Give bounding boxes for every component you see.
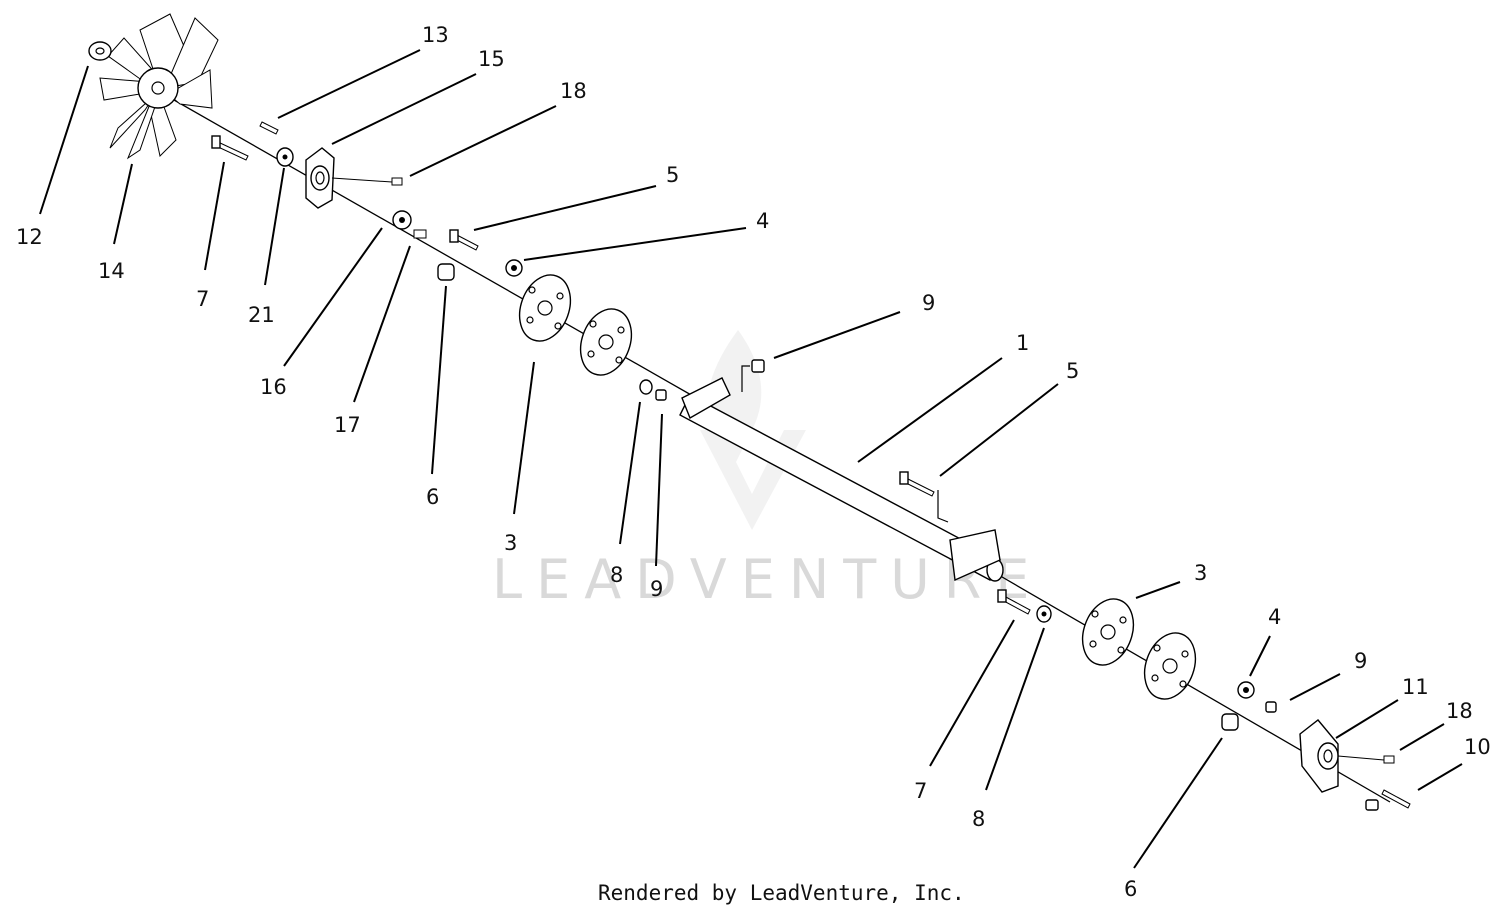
leader-12	[39, 65, 89, 215]
washer-part-12	[88, 41, 112, 61]
callout-8-upper: 8	[610, 563, 623, 587]
leader-17	[353, 245, 411, 403]
washer-part-8-lower	[1036, 605, 1052, 623]
pin-part-10	[1381, 789, 1411, 809]
leader-5a	[473, 185, 657, 231]
bushing-part-6-lower	[1221, 713, 1239, 731]
watermark-text: LEADVENTURE	[492, 548, 1043, 611]
callout-10: 10	[1464, 735, 1491, 759]
callout-labels: 12 14 7 21 13 15 18 16 17 6 5 4 3 8 9 9 …	[16, 23, 1491, 901]
leader-8a	[619, 401, 641, 545]
nut-part-9-mid	[751, 359, 765, 373]
leader-8b	[985, 627, 1045, 791]
callout-14: 14	[98, 259, 125, 283]
leader-9a	[655, 413, 663, 567]
pin-part-13	[259, 121, 279, 135]
washer-part-8-upper	[639, 379, 653, 395]
spacer-part-4-upper	[505, 259, 523, 277]
washer-part-16	[392, 210, 412, 230]
leader-6a	[431, 285, 447, 475]
callout-18-upper: 18	[560, 79, 587, 103]
leader-lines	[39, 49, 1463, 869]
bushing-part-6-upper	[437, 263, 455, 281]
leader-1	[857, 357, 1003, 463]
callout-5-mid: 5	[1066, 359, 1079, 383]
callout-6-lower: 6	[1124, 877, 1137, 901]
leader-9c	[1289, 673, 1341, 701]
bearing-flange-part-15	[305, 147, 335, 209]
callout-3-upper: 3	[504, 531, 517, 555]
leader-18a	[409, 105, 557, 177]
washer-part-21	[276, 147, 294, 167]
bolt-part-7-upper	[211, 135, 249, 161]
bolt-part-17	[413, 229, 427, 239]
spacer-part-4-lower	[1237, 681, 1255, 699]
grease-fitting-part-18-lower	[1337, 755, 1395, 764]
leader-21	[264, 167, 285, 286]
leader-16	[283, 227, 383, 367]
leader-18b	[1399, 723, 1445, 751]
nut-part-lower-end	[1365, 799, 1379, 811]
coupling-disc-part-3-lower-b	[1143, 632, 1197, 700]
fan-part-14	[99, 13, 219, 160]
callout-8-lower: 8	[972, 807, 985, 831]
callout-21: 21	[248, 303, 275, 327]
leader-3b	[1135, 581, 1181, 599]
bearing-flange-part-11	[1299, 719, 1339, 793]
callout-5-upper: 5	[666, 163, 679, 187]
callout-17: 17	[334, 413, 361, 437]
leader-9b	[773, 311, 901, 359]
leader-15	[331, 73, 477, 145]
callout-9-upper: 9	[650, 577, 663, 601]
leader-3a	[513, 361, 535, 515]
leader-7a	[204, 161, 225, 271]
leader-6b	[1133, 737, 1223, 869]
callout-7-lower: 7	[914, 779, 927, 803]
callout-16: 16	[260, 375, 287, 399]
callout-13: 13	[422, 23, 449, 47]
callout-4-upper: 4	[756, 209, 769, 233]
bolt-part-7-lower	[997, 589, 1031, 615]
leader-5b	[939, 383, 1059, 477]
callout-12: 12	[16, 225, 43, 249]
leader-4a	[523, 227, 747, 261]
leader-10	[1417, 763, 1463, 791]
leader-11	[1335, 699, 1399, 739]
callout-4-lower: 4	[1268, 605, 1281, 629]
leader-4b	[1249, 635, 1271, 677]
nut-part-9-lower	[1265, 701, 1277, 713]
footer-credit: Rendered by LeadVenture, Inc.	[598, 881, 965, 905]
bolt-part-5-upper	[449, 229, 479, 251]
leader-14	[113, 163, 133, 245]
callout-15: 15	[478, 47, 505, 71]
coupling-disc-part-3-lower-a	[1081, 598, 1135, 666]
callout-3-lower: 3	[1194, 561, 1207, 585]
callout-6-upper: 6	[426, 485, 439, 509]
callout-11: 11	[1402, 675, 1429, 699]
callout-18-lower: 18	[1446, 699, 1473, 723]
leader-7b	[929, 619, 1015, 767]
callout-9-mid: 9	[922, 291, 935, 315]
callout-1: 1	[1016, 331, 1029, 355]
callout-7-upper: 7	[196, 287, 209, 311]
shaft-part-1	[679, 365, 1004, 582]
leader-13	[277, 49, 421, 119]
coupling-disc-part-3-upper-b	[579, 308, 633, 376]
bolt-part-5-mid	[899, 471, 935, 497]
nut-part-9-upper	[655, 389, 667, 401]
coupling-disc-part-3-upper-a	[518, 274, 572, 342]
callout-9-lower: 9	[1354, 649, 1367, 673]
grease-fitting-part-18-upper	[331, 177, 403, 186]
